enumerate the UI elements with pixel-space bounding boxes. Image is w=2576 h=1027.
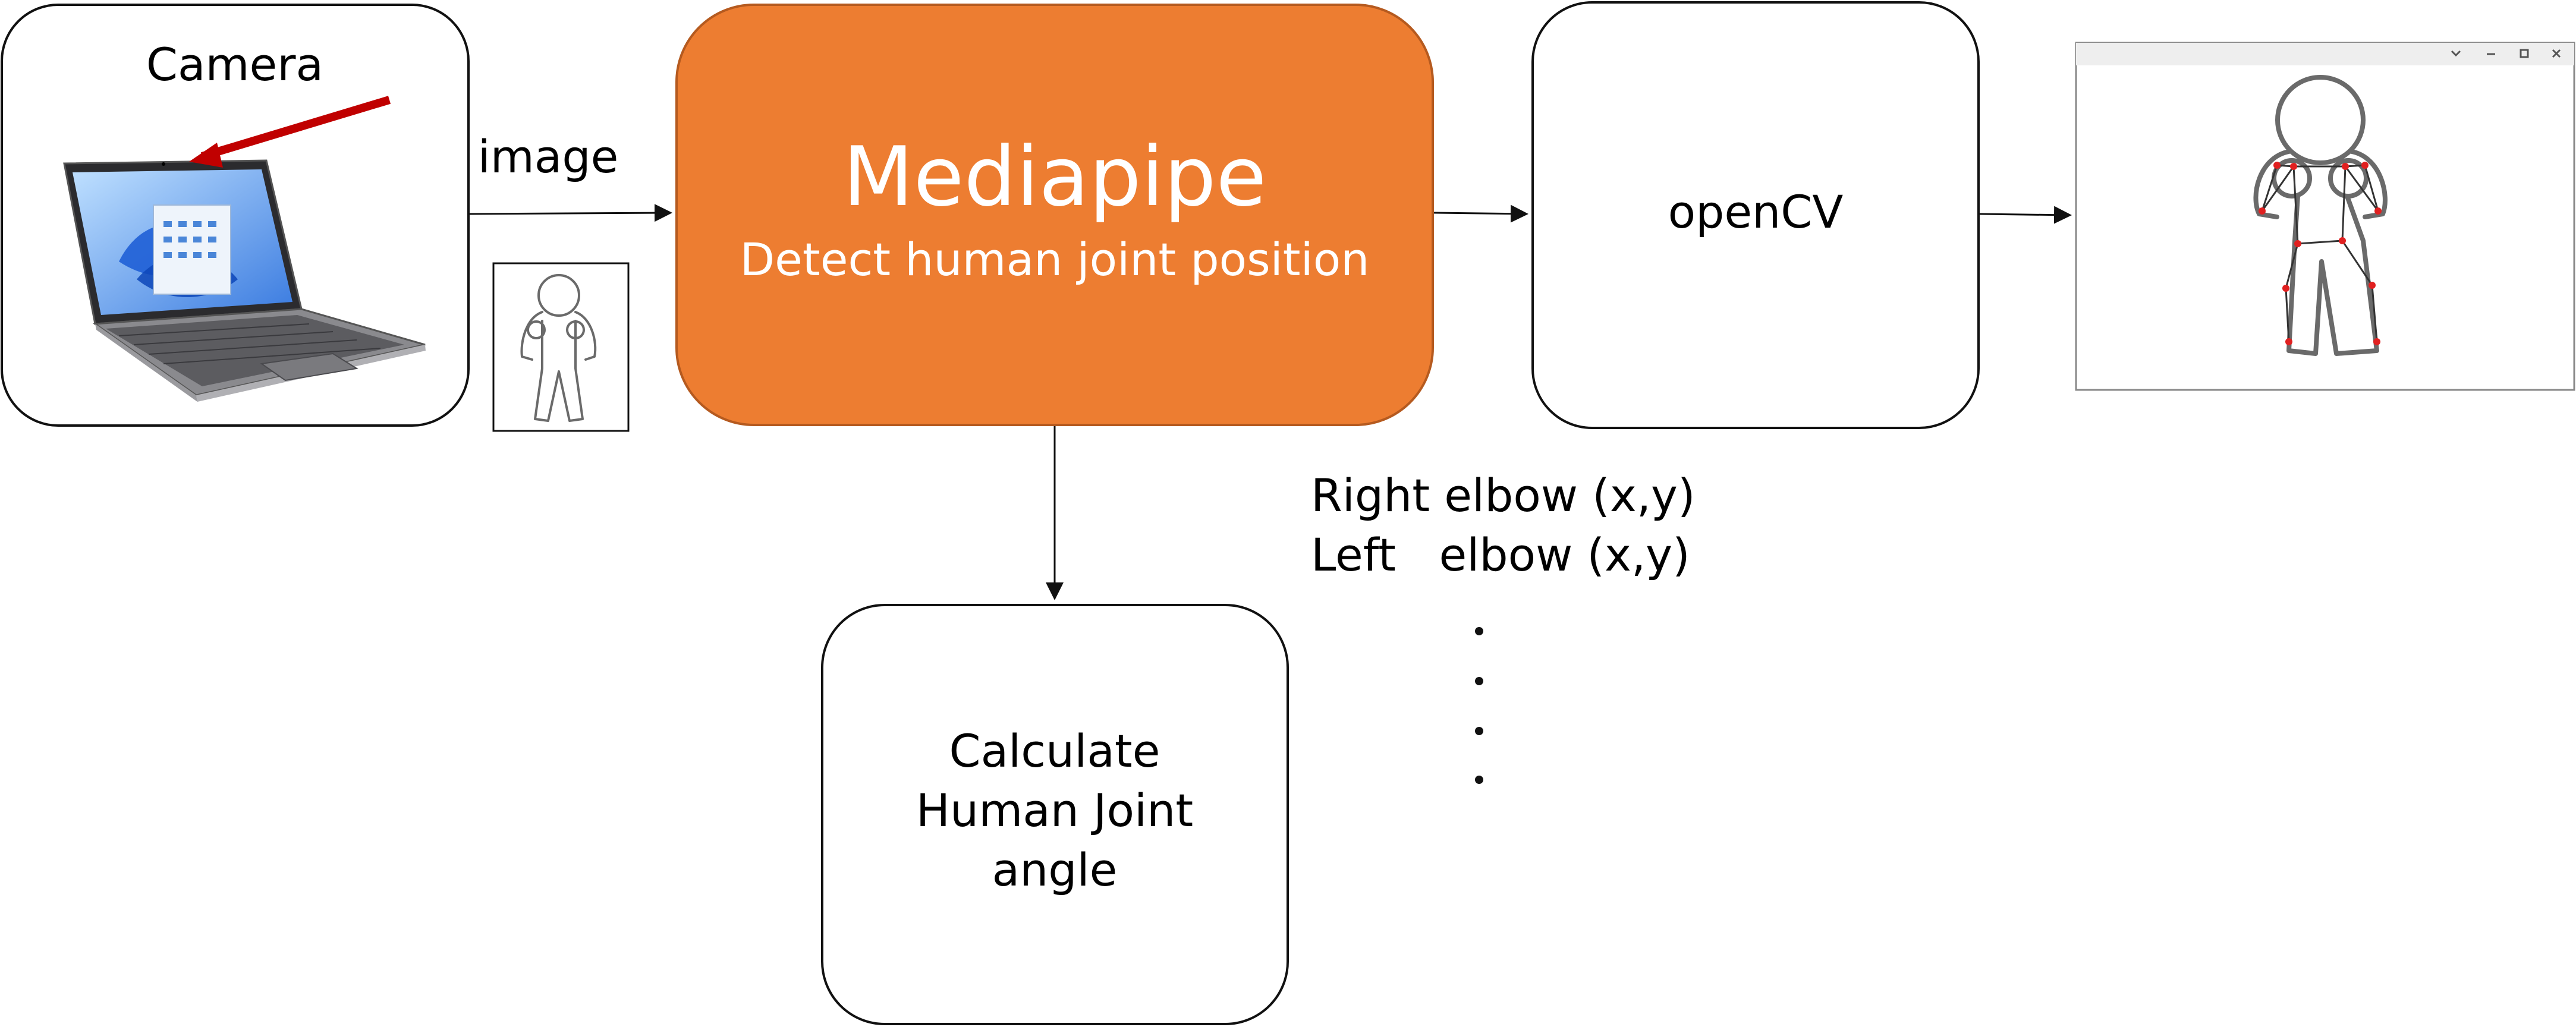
calculate-box — [821, 604, 1289, 1025]
opencv-label: openCV — [1668, 185, 1844, 238]
edge-opencv-to-output — [1979, 206, 2072, 224]
edges — [469, 204, 2072, 600]
joint-left-elbow: Left elbow (x,y) — [1311, 528, 1690, 581]
opencv-box — [1531, 1, 1980, 429]
restore-icon[interactable] — [2520, 49, 2529, 58]
camera-node: Camera — [1, 4, 470, 427]
input-image-thumbnail — [492, 262, 630, 432]
close-icon[interactable] — [2552, 49, 2561, 58]
joint-dots — [2259, 162, 2382, 345]
mediapipe-node: Mediapipe Detect human joint position — [675, 4, 1434, 426]
calculate-line2: Human Joint — [916, 784, 1193, 837]
mediapipe-box — [675, 4, 1434, 426]
ellipsis-dots — [1475, 627, 1483, 784]
calculate-line3: angle — [992, 843, 1118, 896]
skeleton-lines — [2261, 164, 2379, 342]
joint-right-elbow: Right elbow (x,y) — [1311, 469, 1696, 522]
laptop-image — [63, 159, 426, 402]
edge-mediapipe-to-opencv — [1433, 204, 1528, 223]
opencv-node: openCV — [1531, 1, 1980, 429]
mediapipe-title: Mediapipe — [843, 129, 1267, 225]
calculate-node: Calculate Human Joint angle — [821, 604, 1289, 1025]
chevron-down-icon[interactable] — [2451, 50, 2461, 57]
mediapipe-subtitle: Detect human joint position — [740, 233, 1370, 286]
window-controls[interactable] — [2451, 49, 2561, 58]
edge-camera-to-mediapipe — [469, 204, 672, 222]
edge-label-image: image — [478, 130, 619, 183]
calculate-line1: Calculate — [949, 724, 1160, 777]
camera-label: Camera — [146, 38, 323, 91]
webcam-pointer-arrow — [189, 96, 391, 168]
joint-coordinates: Right elbow (x,y) Left elbow (x,y) — [1311, 469, 1696, 784]
output-window — [2075, 42, 2575, 391]
